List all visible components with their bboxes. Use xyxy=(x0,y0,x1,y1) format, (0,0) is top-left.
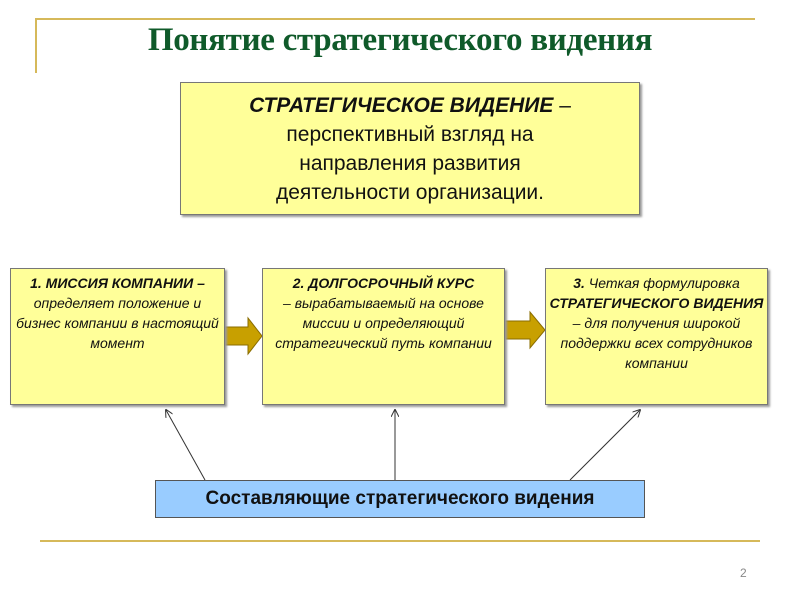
bottom-rule xyxy=(40,540,760,542)
definition-line-2: перспективный взгляд на xyxy=(286,123,534,146)
page-number: 2 xyxy=(740,566,747,580)
mission-box: 1. МИССИЯ КОМПАНИИ – определяет положени… xyxy=(10,268,225,405)
slide-title: Понятие стратегического видения xyxy=(147,22,653,58)
definition-dash: – xyxy=(553,94,571,117)
arrow-icon-2 xyxy=(504,310,546,350)
left-rule xyxy=(35,18,37,73)
formulation-heading: СТРАТЕГИЧЕСКОГО ВИДЕНИЯ xyxy=(549,295,764,311)
top-rule xyxy=(35,18,755,20)
vision-formulation-box: 3. Четкая формулировка СТРАТЕГИЧЕСКОГО В… xyxy=(545,268,768,405)
definition-line-1: СТРАТЕГИЧЕСКОЕ ВИДЕНИЕ – xyxy=(181,91,639,120)
formulation-number: 3. xyxy=(573,275,585,291)
long-term-course-box: 2. ДОЛГОСРОЧНЫЙ КУРС – вырабатываемый на… xyxy=(262,268,505,405)
mission-text: определяет положение и бизнес компании в… xyxy=(16,295,219,351)
definition-box: СТРАТЕГИЧЕСКОЕ ВИДЕНИЕ – перспективный в… xyxy=(180,82,640,215)
formulation-text: – для получения широкой поддержки всех с… xyxy=(560,315,753,371)
course-text: – вырабатываемый на основе миссии и опре… xyxy=(275,295,492,351)
components-box: Составляющие стратегического видения xyxy=(155,480,645,518)
definition-line-3: направления развития xyxy=(299,152,521,175)
arrow-icon-1 xyxy=(224,316,263,356)
connector-line-3 xyxy=(569,410,640,481)
formulation-lead: Четкая формулировка xyxy=(584,275,740,291)
definition-term: СТРАТЕГИЧЕСКОЕ ВИДЕНИЕ xyxy=(249,94,554,117)
definition-line-4: деятельности организации. xyxy=(275,181,545,204)
connector-line-1 xyxy=(166,410,206,481)
mission-heading: 1. МИССИЯ КОМПАНИИ – xyxy=(30,275,205,291)
course-heading: 2. ДОЛГОСРОЧНЫЙ КУРС xyxy=(292,275,475,291)
